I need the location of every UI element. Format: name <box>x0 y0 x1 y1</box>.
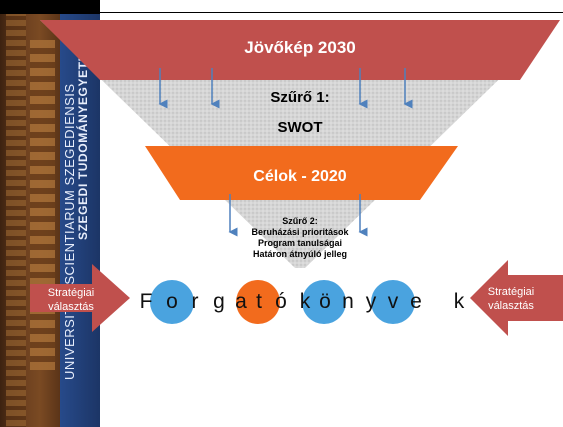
right-choice-arrow <box>470 260 563 336</box>
scenario-letter: y <box>365 290 377 313</box>
top-band-shape <box>40 20 560 80</box>
filter-2-line: Beruházási prioritások <box>251 227 349 237</box>
middle-band-shape <box>145 146 458 200</box>
filter-1-title: Szűrő 1: <box>270 89 330 106</box>
letter-circle <box>150 280 194 324</box>
letter-circle <box>302 280 346 324</box>
filter-2-line: Program tanulságai <box>257 238 343 248</box>
right-strategic-choice-label: Stratégiai választás <box>487 286 535 312</box>
filter-2-title: Szűrő 2: <box>282 216 318 226</box>
scenario-letter: ó <box>275 290 287 313</box>
filter-1-subtitle: SWOT <box>277 119 323 136</box>
goals-2020-label: Célok - 2020 <box>253 168 347 185</box>
left-strategic-choice-label: Stratégiai választás <box>47 287 95 313</box>
top-stripe <box>0 0 100 14</box>
scenario-letter: k <box>299 290 311 313</box>
scenario-letter: t <box>256 290 262 313</box>
scenario-letter: v <box>387 290 399 313</box>
building-column <box>6 0 26 427</box>
scenario-letter: n <box>342 290 354 313</box>
letter-circle <box>371 280 415 324</box>
top-divider <box>100 12 563 13</box>
letter-circles <box>150 280 415 324</box>
scenario-letter: F <box>139 290 153 313</box>
scenario-letter: r <box>191 290 199 313</box>
vision-2030-label: Jövőkép 2030 <box>244 38 356 57</box>
letter-circle <box>236 280 280 324</box>
scenario-letter: e <box>410 290 422 313</box>
funnel-filter-area <box>40 20 560 268</box>
scenario-letter: ö <box>319 290 331 313</box>
scenario-letter: g <box>213 290 225 313</box>
scenario-letter: a <box>235 290 247 313</box>
scenario-letter: o <box>166 290 178 313</box>
left-choice-arrow <box>30 264 130 332</box>
filter-2-line: Határon átnyúló jelleg <box>252 249 348 259</box>
tower-column <box>30 40 55 370</box>
scenario-letter: k <box>453 290 465 313</box>
